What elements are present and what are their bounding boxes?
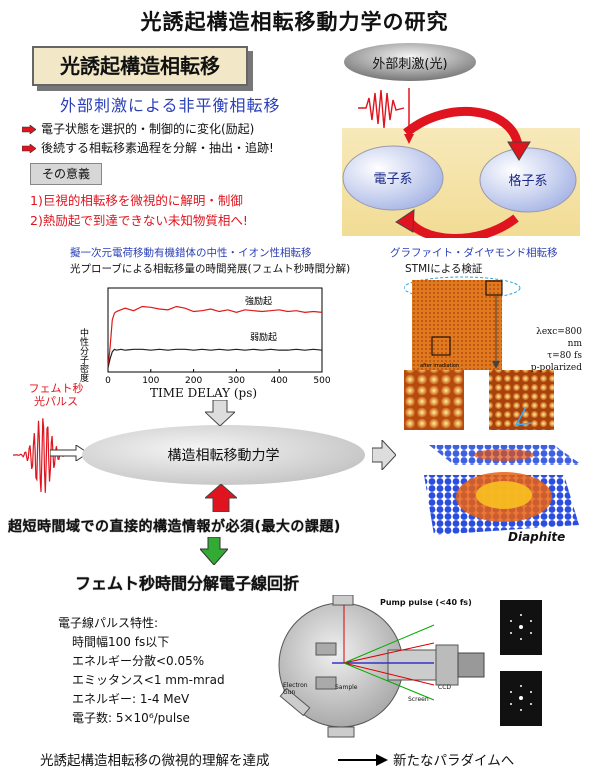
series-line-1 [107,305,323,368]
excitation-diagram [342,43,580,238]
femto-pulse-label: フェムト秒光パルス [28,382,84,408]
stm-zoom-left [404,370,464,430]
arrow-up-icon [205,484,237,512]
cycle-arrow-top [403,107,523,148]
polarization-label: p-polarized [530,363,582,373]
pulse-prop-4: エネルギー: 1-4 MeV [72,692,190,706]
after-irradiation-label: after irradiation [420,363,459,369]
external-stimulus-label: 外部刺激(光) [372,57,448,72]
bullet-2: 後続する相転移素過程を分解・抽出・追跡! [22,139,274,156]
arrow-icon [22,125,36,134]
bullet-1: 電子状態を選択的・制御的に変化(励起) [22,120,254,137]
lambda-label: λexc=800 nm [536,327,582,349]
arrow-down-icon [205,400,235,426]
x-tick-label: 400 [271,376,288,386]
ccd-block [457,652,485,678]
femto-diffraction-heading: フェムト秒時間分解電子線回折 [75,574,300,593]
x-tick-label: 500 [313,376,330,386]
page-title: 光誘起構造相転移動力学の研究 [140,10,449,34]
significance-label: その意義 [30,163,102,185]
sample-label: Sample [335,684,358,691]
arrow-down-icon [200,537,228,565]
x-tick-label: 100 [142,376,159,386]
pulse-prop-1: 時間幅100 fs以下 [72,635,170,649]
structure-dynamics-ellipse [82,425,365,485]
subtitle: 外部刺激による非平衡相転移 [60,96,281,115]
lattice-system-ellipse [479,147,577,213]
pump-pulse-label: Pump pulse (<40 fs) [380,598,472,607]
y-axis-label: 中性分子密度 [78,327,89,383]
graphite-figures: after irradiation [404,276,582,535]
significance-point-1: 1)巨視的相転移を微視的に解明・制御 [30,193,243,208]
footer-text-right: 新たなパラダイムへ [393,753,515,769]
key-challenge-statement: 超短時間域での直接的構造情報が必須(最大の課題) [8,519,341,535]
external-stimulus-ellipse [344,43,476,81]
bullet-text: 後続する相転移素過程を分解・抽出・追跡! [41,141,274,155]
x-tick-label: 0 [105,376,111,386]
stm-image [412,280,502,370]
plot-frame [107,287,323,373]
tau-label: τ=80 fs [547,351,582,361]
electron-system-ellipse [342,145,444,211]
chart-heading: 擬一次元電荷移動有機錯体の中性・イオン性相転移 [70,247,312,259]
electron-gun-label: Electron Gun [283,682,308,696]
x-axis-label: TIME DELAY (ps) [150,386,258,400]
light-pulse-wave [358,89,405,129]
x-tick-label: 300 [228,376,245,386]
x-tick-label: 200 [185,376,202,386]
phase-transition-chart: 中性分子密度 0 100 200 300 400 500 強励起 弱励起 [78,287,331,386]
series-line-2 [107,348,323,368]
diaphite-label: Diaphite [508,530,566,544]
screen-label: Screen [408,696,429,703]
section-title-box: 光誘起構造相転移 [32,46,248,86]
arrow-right-icon [338,754,388,766]
footer-text-left: 光誘起構造相転移の微視的理解を達成 [40,753,270,769]
pulse-prop-5: 電子数: 5×10⁶/pulse [72,711,190,725]
graphite-heading: グラファイト・ダイヤモンド相転移 [390,247,558,259]
stm-zoom-right [489,370,554,430]
pulse-prop-3: エミッタンス<1 mm-mrad [72,673,225,687]
weak-excitation-label: 弱励起 [250,332,277,343]
chart-subheading: 光プローブによる相転移量の時間発展(フェムト秒時間分解) [70,263,351,275]
electron-system-label: 電子系 [373,172,413,187]
arrow-icon [22,144,36,153]
pulse-props-header: 電子線パルス特性: [58,616,159,630]
graphite-sub: STMIによる検証 [405,263,483,275]
structure-dynamics-label: 構造相転移動力学 [167,448,280,464]
ccd-label: CCD [438,684,451,691]
laser-params: λexc=800 nm τ=80 fs p-polarized [530,326,582,374]
strong-excitation-label: 強励起 [245,295,272,307]
arrow-right-icon [372,440,396,470]
diffraction-apparatus [278,595,542,738]
significance-point-2: 2)熱励起で到達できない未知物質相へ! [30,213,248,228]
pulse-prop-2: エネルギー分散<0.05% [72,654,205,668]
bullet-text: 電子状態を選択的・制御的に変化(励起) [41,122,255,136]
lattice-system-label: 格子系 [508,174,548,189]
